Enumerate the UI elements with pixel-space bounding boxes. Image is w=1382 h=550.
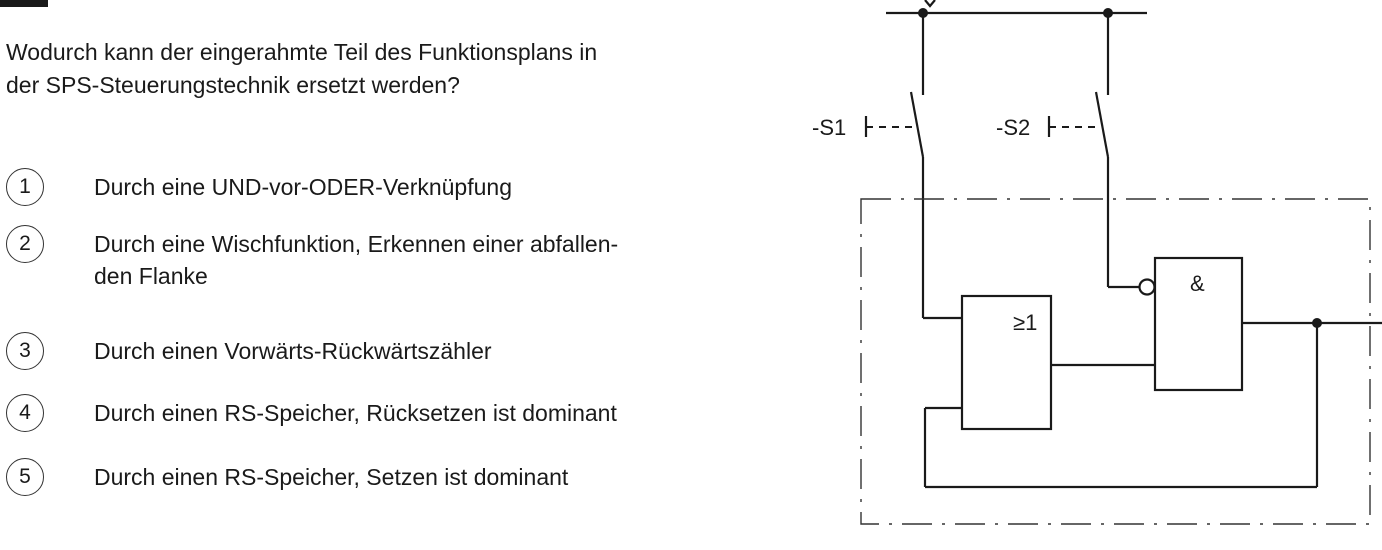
- negation-circle: [1138, 278, 1156, 296]
- rail-label-fragment: [924, 0, 936, 8]
- switch-s1-label: -S1: [812, 115, 846, 140]
- or-gate-label: ≥1: [1013, 310, 1037, 335]
- option-text: Durch einen Vorwärts-Rückwärtszähler: [94, 335, 734, 368]
- option-number-badge: 1: [6, 168, 44, 206]
- option-text: Durch eine UND-vor-ODER-Verknüpfung: [94, 171, 734, 204]
- header-bar: [0, 0, 48, 7]
- option-text: Durch einen RS-Speicher, Setzen ist domi…: [94, 461, 734, 494]
- option-text-line: den Flanke: [94, 263, 208, 289]
- option-number-badge: 4: [6, 394, 44, 432]
- option-text-line: Durch einen Vorwärts-Rückwärtszähler: [94, 338, 492, 364]
- question-line-2: der SPS-Steuerungstechnik ersetzt werden…: [6, 72, 460, 98]
- s1-contact-blade: [909, 91, 925, 158]
- and-gate-label: &: [1190, 271, 1205, 296]
- option-text: Durch einen RS-Speicher, Rücksetzen ist …: [94, 397, 734, 430]
- question-text: Wodurch kann der eingerahmte Teil des Fu…: [6, 36, 726, 102]
- answer-options: 1 Durch eine UND-vor-ODER-Verknüpfung 2 …: [6, 168, 734, 496]
- dashed-frame: [860, 198, 1371, 525]
- switch-s2-label: -S2: [996, 115, 1030, 140]
- option-text-line: Durch eine UND-vor-ODER-Verknüpfung: [94, 174, 512, 200]
- option-number-badge: 2: [6, 225, 44, 263]
- question-line-1: Wodurch kann der eingerahmte Teil des Fu…: [6, 39, 598, 65]
- option-text-line: Durch einen RS-Speicher, Rücksetzen ist …: [94, 400, 617, 426]
- header-bar-segment: [26, 0, 46, 7]
- or-gate: [960, 294, 1053, 431]
- option-number-badge: 3: [6, 332, 44, 370]
- s2-contact-blade: [1094, 91, 1110, 158]
- header-bar-segment: [0, 0, 20, 7]
- option-text-line: Durch eine Wischfunktion, Erkennen einer…: [94, 231, 619, 257]
- and-gate: [1153, 256, 1244, 392]
- option-text-line: Durch einen RS-Speicher, Setzen ist domi…: [94, 464, 569, 490]
- option-text: Durch eine Wischfunktion, Erkennen einer…: [94, 228, 734, 292]
- option-number-badge: 5: [6, 458, 44, 496]
